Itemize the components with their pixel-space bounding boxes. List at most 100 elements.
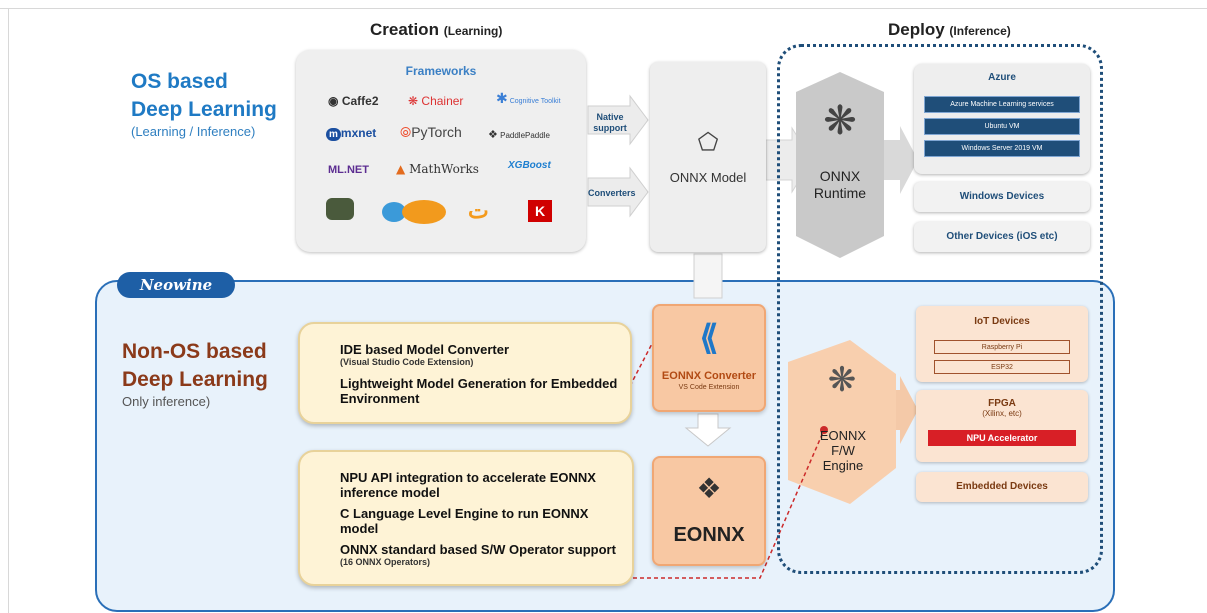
os-subtitle: (Learning / Inference): [131, 124, 256, 139]
iot-esp32: ESP32: [934, 360, 1070, 374]
pytorch-label: PyTorch: [411, 124, 462, 140]
sklearn-orange-icon: [402, 200, 446, 224]
cntk-label: Cognitive Toolkit: [509, 98, 561, 105]
engine-connector-dot: [820, 426, 828, 434]
azure-title: Azure: [988, 72, 1016, 83]
mathworks-logo: ▲ MathWorks: [396, 162, 479, 176]
chainer-label: Chainer: [421, 94, 464, 108]
onnx-runtime-hexagon: [796, 72, 884, 258]
non-os-title-line2: Deep Learning: [122, 368, 268, 391]
fw-engine-label: EONNX F/W Engine: [800, 428, 886, 473]
caffe2-icon: ◉: [328, 94, 339, 108]
mathworks-icon: ▲: [396, 162, 406, 176]
mathworks-label: MathWorks: [409, 162, 479, 176]
non-os-title-line1: Non-OS based: [122, 340, 267, 363]
npu-item-3: ONNX standard based S/W Operator support: [340, 542, 616, 557]
os-title-line2: Deep Learning: [131, 98, 277, 121]
onnx-runtime-line2: Runtime: [813, 185, 867, 201]
deploy-subtitle: (Inference): [949, 24, 1011, 38]
fpga-subtitle: (Xilinx, etc): [982, 409, 1022, 418]
azure-ml-services: Azure Machine Learning services: [924, 96, 1080, 113]
mxnet-label: mxnet: [340, 126, 377, 140]
windows-devices-card: Windows Devices: [914, 182, 1090, 212]
deploy-dotted-border: [777, 44, 1103, 574]
frame-left-line: [8, 8, 9, 613]
creation-header: Creation (Learning): [370, 20, 502, 40]
non-os-subtitle: Only inference): [122, 394, 211, 409]
caffe2-logo: ◉ Caffe2: [328, 94, 379, 108]
other-devices-card: Other Devices (iOS etc): [914, 222, 1090, 252]
converters-arrow: [587, 166, 649, 218]
eonnx-label: EONNX: [673, 524, 745, 546]
paddle-label: PaddlePaddle: [500, 131, 550, 140]
eonnx-converter-title: EONNX Converter: [661, 370, 757, 382]
fpga-card: FPGA (Xilinx, etc) NPU Accelerator: [916, 390, 1088, 462]
vscode-icon: ⟪: [699, 319, 719, 357]
deploy-title: Deploy: [888, 20, 945, 39]
fw-engine-hexagon: [788, 340, 896, 504]
npu-item-2: C Language Level Engine to run EONNX mod…: [340, 506, 589, 536]
eonnx-card: ❖ EONNX: [652, 456, 766, 566]
ide-subtitle: (Visual Studio Code Extension): [340, 357, 474, 367]
pytorch-icon: ⦾: [400, 124, 412, 140]
cognitive-toolkit-logo: ✱ Cognitive Toolkit: [496, 90, 566, 107]
fw-engine-line3: Engine: [822, 458, 864, 473]
model-down-arrow: [693, 253, 723, 299]
npu-integration-box: NPU API integration to accelerate EONNX …: [298, 450, 634, 586]
ide-to-converter-dashed-line: [629, 335, 657, 387]
converters-label: Converters: [588, 188, 636, 198]
native-support-label: Native support: [593, 112, 627, 133]
eonnx-converter-sub: VS Code Extension: [678, 384, 740, 391]
iot-devices-card: IoT Devices Raspberry Pi ESP32: [916, 306, 1088, 382]
onnx-model-card: ⬠ ONNX Model: [650, 62, 766, 252]
fw-engine-line1: EONNX: [819, 428, 867, 443]
frameworks-box: Frameworks ◉ Caffe2 ❋ Chainer ✱ Cognitiv…: [296, 50, 586, 252]
tensorflow-icon: ت: [468, 198, 489, 223]
paddlepaddle-logo: ❖ PaddlePaddle: [488, 128, 550, 141]
ide-box-content: IDE based Model Converter (Visual Studio…: [340, 342, 620, 406]
converter-down-arrow: [684, 413, 732, 447]
chainer-logo: ❋ Chainer: [408, 94, 463, 108]
creation-title: Creation: [370, 20, 439, 39]
fpga-title: FPGA: [988, 398, 1016, 409]
fw-engine-icon: ❋: [827, 361, 857, 399]
onnx-blob-icon: [326, 198, 354, 220]
deploy-header: Deploy (Inference): [888, 20, 1011, 40]
lightweight-title: Lightweight Model Generation for Embedde…: [340, 376, 618, 406]
ide-converter-box: IDE based Model Converter (Visual Studio…: [298, 322, 632, 424]
npu-to-engine-dashed-line: [633, 429, 825, 579]
sklearn-icon: [382, 202, 406, 222]
eonnx-converter-card: ⟪ EONNX Converter VS Code Extension: [652, 304, 766, 412]
creation-subtitle: (Learning): [443, 24, 503, 38]
neowine-logo: Neowine: [117, 272, 235, 298]
onnx-runtime-label: ONNX Runtime: [800, 168, 880, 202]
keras-icon: K: [528, 200, 552, 222]
azure-ubuntu-vm: Ubuntu VM: [924, 118, 1080, 135]
mlnet-logo: ML.NET: [328, 164, 369, 176]
non-os-based-label: Non-OS based Deep Learning Only inferenc…: [122, 338, 268, 409]
native-support-arrow: [587, 94, 649, 146]
npu-accelerator: NPU Accelerator: [928, 430, 1076, 446]
npu-item-3-sub: (16 ONNX Operators): [340, 557, 431, 567]
runtime-to-azure-arrow: [880, 126, 918, 194]
npu-item-1: NPU API integration to accelerate EONNX …: [340, 470, 596, 500]
frameworks-title: Frameworks: [405, 64, 477, 78]
mxnet-icon: m: [326, 128, 341, 141]
frame-top-line: [0, 8, 1207, 9]
onnx-runtime-icon: ❋: [823, 99, 857, 143]
iot-title: IoT Devices: [974, 316, 1030, 327]
os-based-label: OS based Deep Learning (Learning / Infer…: [131, 68, 277, 139]
chainer-icon: ❋: [408, 94, 419, 108]
ide-title: IDE based Model Converter: [340, 342, 510, 357]
pytorch-logo: ⦾PyTorch: [400, 124, 462, 141]
onnx-model-icon: ⬠: [697, 129, 719, 156]
eonnx-icon: ❖: [696, 473, 722, 504]
azure-windows-server: Windows Server 2019 VM: [924, 140, 1080, 157]
embedded-devices-card: Embedded Devices: [916, 472, 1088, 502]
xgboost-logo: XGBoost: [508, 160, 551, 171]
caffe2-label: Caffe2: [341, 94, 379, 108]
fw-engine-line2: F/W: [831, 443, 855, 458]
os-title-line1: OS based: [131, 70, 228, 93]
